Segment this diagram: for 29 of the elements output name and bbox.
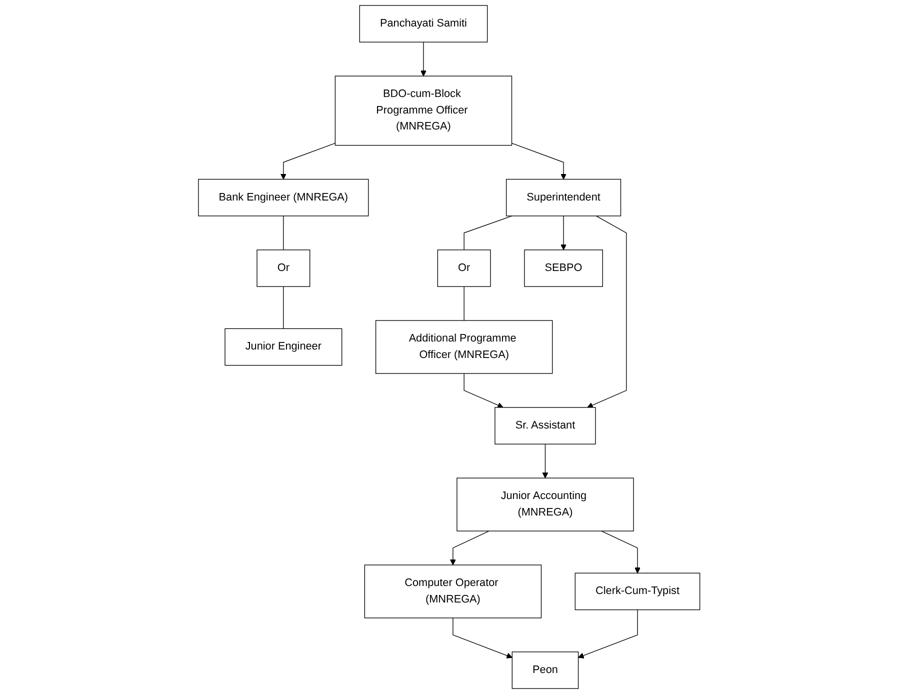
arrow [512,142,567,180]
connector [283,286,284,329]
arrow [464,373,504,408]
node-box: Junior Engineer [225,328,343,366]
node-box: Superintendent [506,178,622,216]
node-box: Additional Programme Officer (MNREGA) [376,320,554,374]
node-box: SEBPO [524,250,604,287]
arrow [560,216,567,250]
arrow [420,42,427,76]
connector [464,286,465,321]
node-box: Junior Accounting (MNREGA) [456,478,634,532]
arrow [587,216,628,408]
arrow [280,142,336,180]
node-box: Sr. Assistant [494,407,596,444]
node-box: Clerk-Cum-Typist [575,572,701,610]
arrow [578,609,638,658]
connector [283,216,284,250]
node-box: Panchayati Samiti [360,5,488,42]
node-box: Peon [512,652,579,689]
arrow [452,618,513,658]
arrow [542,444,549,478]
node-box: BDO-cum-Block Programme Officer (MNREGA) [335,76,512,146]
arrow [601,530,641,574]
node-box: Or [257,250,311,287]
node-box: Or [438,250,492,287]
node-box: Bank Engineer (MNREGA) [198,178,370,216]
arrow [450,530,490,566]
connector [464,216,513,250]
node-box: Computer Operator (MNREGA) [364,564,542,618]
